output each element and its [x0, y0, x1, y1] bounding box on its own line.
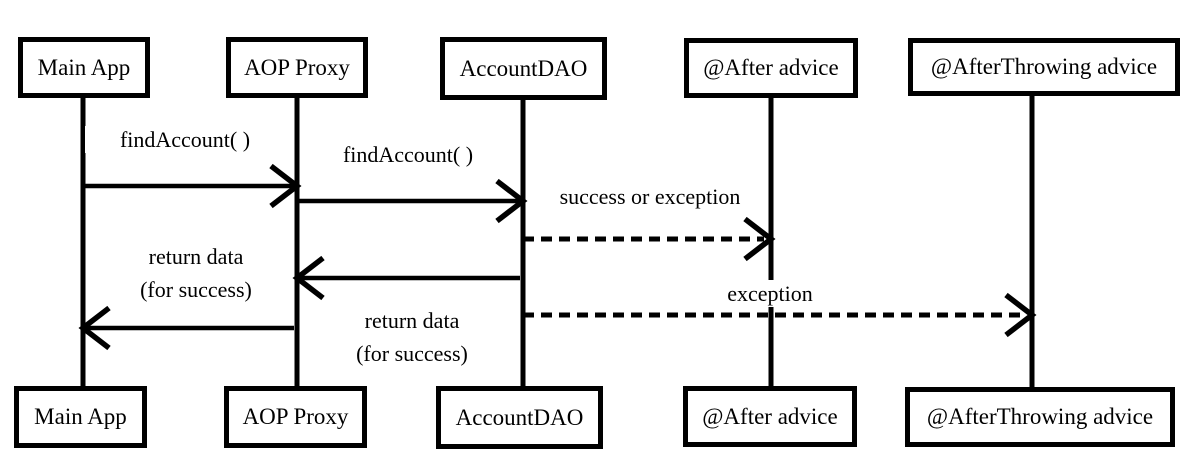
arrowhead-left-icon — [292, 255, 325, 301]
arrow-exception — [523, 292, 1037, 338]
actor-label-aop-proxy: AOP Proxy — [242, 404, 349, 429]
actor-label-account-dao: AccountDAO — [459, 55, 588, 81]
actor-box-aop-proxy-top: AOP Proxy — [226, 37, 368, 98]
actor-box-main-app-top: Main App — [18, 37, 150, 98]
actor-box-after-throwing-advice-bottom: @AfterThrowing advice — [905, 387, 1175, 447]
actor-label-main-app: Main App — [34, 404, 127, 429]
arrowhead-right-icon — [1004, 292, 1037, 338]
actor-label-main-app: Main App — [37, 54, 131, 80]
actor-label-account-dao: AccountDAO — [455, 404, 584, 430]
message-label-findaccount-1: findAccount( ) — [85, 126, 285, 153]
actor-label-after-advice: @After advice — [703, 55, 839, 80]
arrow-success-or-exception — [523, 216, 776, 262]
actor-box-after-throwing-advice-top: @AfterThrowing advice — [908, 38, 1180, 96]
lifelines — [80, 94, 1035, 388]
message-label-success-or-exception: success or exception — [540, 183, 760, 210]
message-label-line: (for success) — [356, 341, 468, 366]
actor-label-after-advice: @After advice — [702, 403, 838, 429]
message-label-line: return data — [364, 308, 460, 333]
arrow-return-data-to-proxy — [292, 255, 520, 301]
message-label-line: (for success) — [140, 277, 252, 302]
arrow-return-data-to-main — [78, 305, 294, 351]
actor-label-after-throwing-advice: @AfterThrowing advice — [930, 54, 1158, 79]
actor-box-after-advice-bottom: @After advice — [683, 386, 857, 447]
actor-box-after-advice-top: @After advice — [684, 38, 858, 98]
actor-box-account-dao-top: AccountDAO — [440, 37, 607, 100]
message-arrows — [78, 163, 1037, 351]
message-label-return-data-to-proxy: return data (for success) — [332, 304, 492, 370]
actor-box-account-dao-bottom: AccountDAO — [436, 386, 603, 449]
message-label-line: return data — [148, 244, 244, 269]
arrow-findaccount-to-dao — [297, 178, 528, 224]
arrowhead-left-icon — [78, 305, 111, 351]
actor-label-after-throwing-advice: @AfterThrowing advice — [926, 404, 1154, 429]
actor-box-aop-proxy-bottom: AOP Proxy — [224, 386, 367, 448]
arrowhead-right-icon — [495, 178, 528, 224]
message-label-exception: exception — [700, 280, 840, 307]
arrow-findaccount-to-proxy — [83, 163, 302, 209]
arrowhead-right-icon — [269, 163, 302, 209]
actor-box-main-app-bottom: Main App — [14, 386, 147, 448]
message-label-findaccount-2: findAccount( ) — [308, 141, 508, 168]
arrowhead-right-icon — [743, 216, 776, 262]
message-label-return-data-to-main: return data (for success) — [116, 240, 276, 306]
actor-label-aop-proxy: AOP Proxy — [244, 54, 350, 80]
